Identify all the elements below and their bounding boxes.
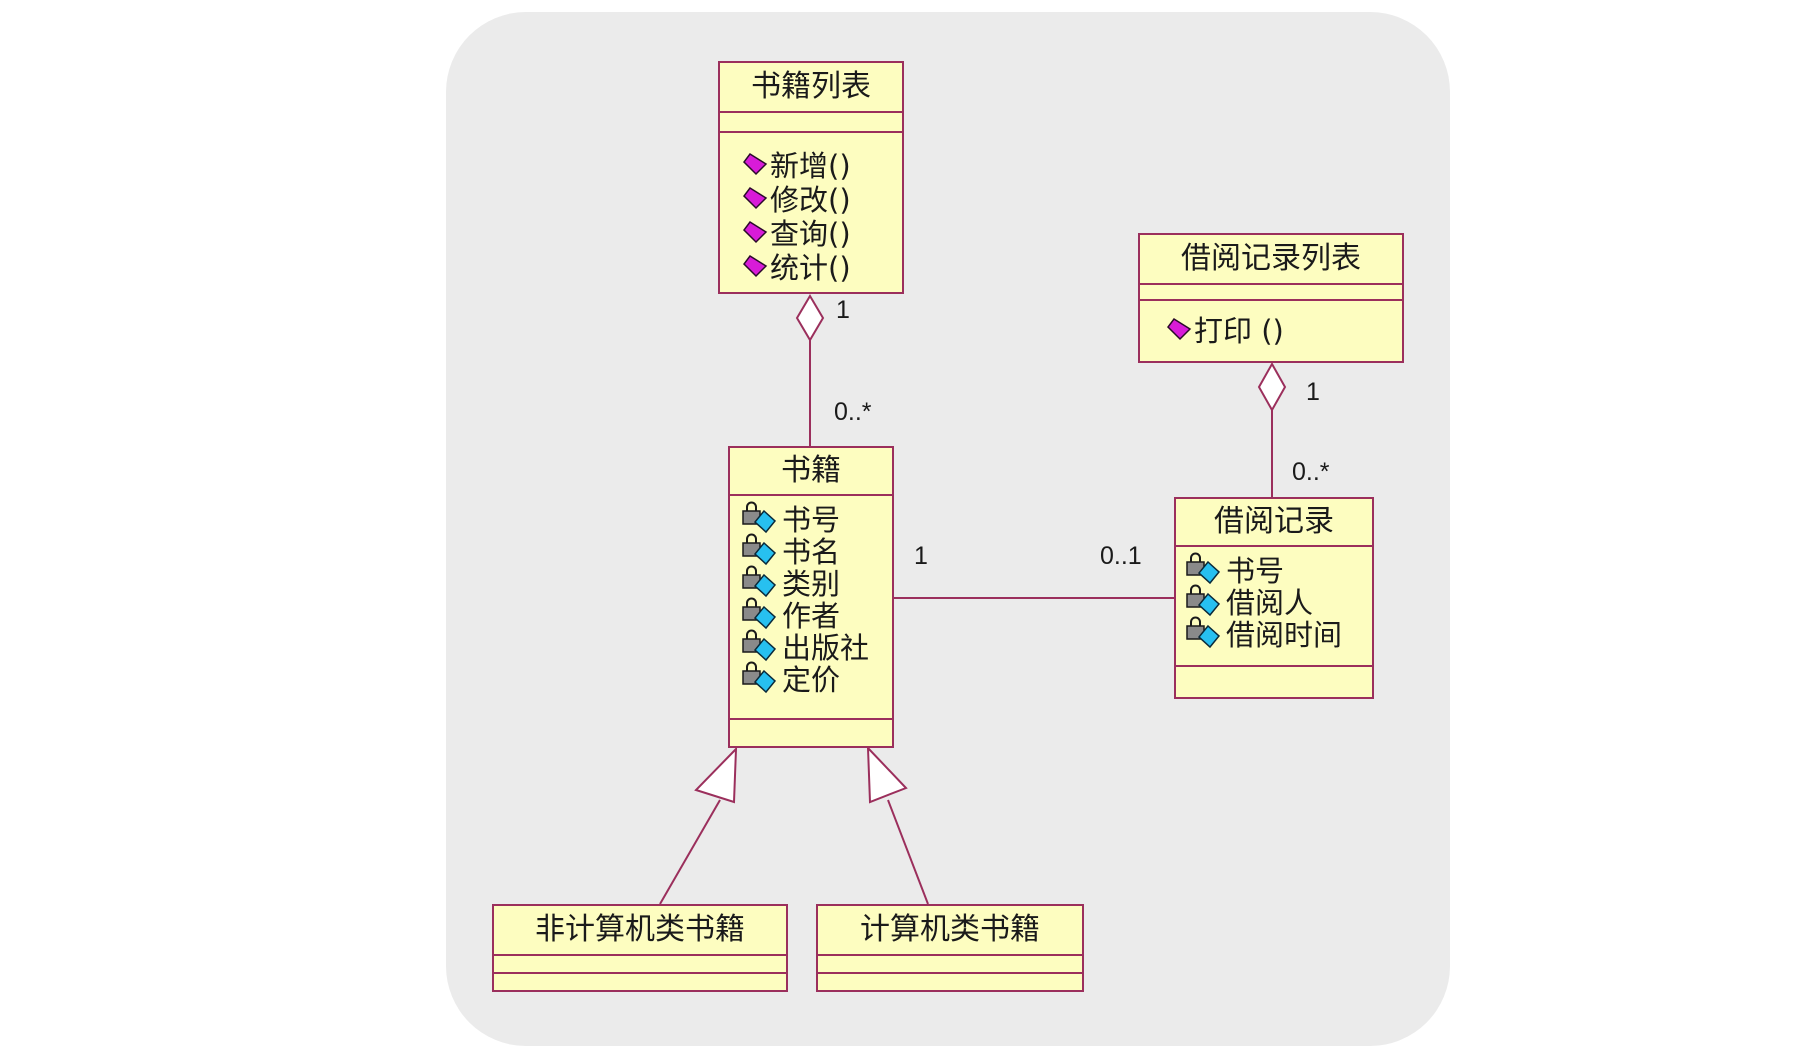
attribute-item[interactable]: 书名 (740, 533, 892, 569)
class-name: 非计算机类书籍 (494, 906, 786, 956)
attribute-item[interactable]: 借阅时间 (1184, 616, 1372, 652)
multiplicity-label: 1 (1306, 378, 1320, 406)
multiplicity-label: 0..1 (1100, 542, 1142, 570)
private-attribute-icon (1186, 584, 1221, 617)
generalization-noncomputer-book[interactable] (659, 746, 738, 905)
attribute-compartment: 书号 借阅人 借阅时间 (1176, 547, 1372, 667)
operation-compartment: 新增() 修改() 查询() 统计() (720, 133, 902, 285)
attribute-item[interactable]: 类别 (740, 565, 892, 601)
operation-item[interactable]: 查询() (742, 215, 902, 251)
operation-compartment (818, 974, 1082, 990)
private-attribute-icon (742, 501, 777, 534)
attribute-item[interactable]: 书号 (740, 501, 892, 537)
attribute-item[interactable]: 借阅人 (1184, 584, 1372, 620)
generalization-triangle (694, 746, 738, 804)
attribute-label: 作者 (782, 599, 841, 633)
public-operation-icon (743, 186, 768, 210)
class-name: 书籍列表 (720, 63, 902, 113)
private-attribute-icon (742, 661, 777, 694)
private-attribute-icon (1186, 552, 1221, 585)
class-non-computer-book[interactable]: 非计算机类书籍 (492, 904, 788, 992)
generalization-computer-book[interactable] (866, 745, 929, 905)
generalization-triangle (866, 745, 908, 804)
public-operation-icon (743, 220, 768, 244)
attribute-label: 出版社 (782, 631, 870, 665)
private-attribute-icon (742, 533, 777, 566)
class-computer-book[interactable]: 计算机类书籍 (816, 904, 1084, 992)
class-name: 书籍 (730, 448, 892, 496)
attribute-label: 借阅人 (1226, 586, 1314, 620)
operation-compartment: 打印 () (1140, 301, 1402, 348)
multiplicity-label: 1 (836, 296, 850, 324)
attribute-compartment (818, 956, 1082, 974)
class-borrow-record[interactable]: 借阅记录 书号 借阅人 借阅时间 (1174, 497, 1374, 699)
aggregation-diamond (1257, 361, 1287, 413)
private-attribute-icon (742, 565, 777, 598)
operation-item[interactable]: 打印 () (1166, 311, 1402, 348)
attribute-compartment: 书号 书名 类别 作者 出版社 定价 (730, 496, 892, 720)
private-attribute-icon (742, 597, 777, 630)
class-book-list[interactable]: 书籍列表 新增() 修改() 查询() 统计() (718, 61, 904, 294)
class-name: 借阅记录 (1176, 499, 1372, 547)
attribute-label: 书名 (782, 535, 841, 569)
attribute-item[interactable]: 书号 (1184, 552, 1372, 588)
operation-label: 统计() (770, 251, 851, 285)
operation-compartment (494, 974, 786, 990)
attribute-label: 借阅时间 (1226, 618, 1343, 652)
operation-compartment (1176, 667, 1372, 697)
private-attribute-icon (742, 629, 777, 662)
public-operation-icon (743, 152, 768, 176)
attribute-item[interactable]: 作者 (740, 597, 892, 633)
class-borrow-record-list[interactable]: 借阅记录列表 打印 () (1138, 233, 1404, 363)
aggregation-diamond (795, 294, 825, 342)
attribute-compartment (1140, 285, 1402, 301)
aggregation-booklist-book[interactable] (795, 294, 825, 446)
operation-label: 修改() (770, 183, 851, 217)
attribute-item[interactable]: 出版社 (740, 629, 892, 665)
multiplicity-label: 0..* (1292, 458, 1330, 486)
public-operation-icon (743, 254, 768, 278)
aggregation-borrowlist-record[interactable] (1257, 361, 1287, 497)
operation-label: 新增() (770, 149, 851, 183)
operation-label: 打印 () (1194, 314, 1284, 348)
attribute-label: 书号 (782, 503, 841, 537)
attribute-compartment (494, 956, 786, 974)
multiplicity-label: 0..* (834, 398, 872, 426)
private-attribute-icon (1186, 616, 1221, 649)
attribute-label: 书号 (1226, 554, 1285, 588)
public-operation-icon (1167, 317, 1192, 341)
operation-item[interactable]: 新增() (742, 147, 902, 183)
operation-compartment (730, 720, 892, 746)
attribute-label: 类别 (782, 567, 841, 601)
operation-item[interactable]: 统计() (742, 249, 902, 285)
class-name: 计算机类书籍 (818, 906, 1082, 956)
attribute-item[interactable]: 定价 (740, 661, 892, 697)
operation-label: 查询() (770, 217, 851, 251)
class-book[interactable]: 书籍 书号 书名 类别 作者 出版社 定价 (728, 446, 894, 748)
class-name: 借阅记录列表 (1140, 235, 1402, 285)
multiplicity-label: 1 (914, 542, 928, 570)
attribute-compartment (720, 113, 902, 133)
operation-item[interactable]: 修改() (742, 181, 902, 217)
attribute-label: 定价 (782, 663, 841, 697)
